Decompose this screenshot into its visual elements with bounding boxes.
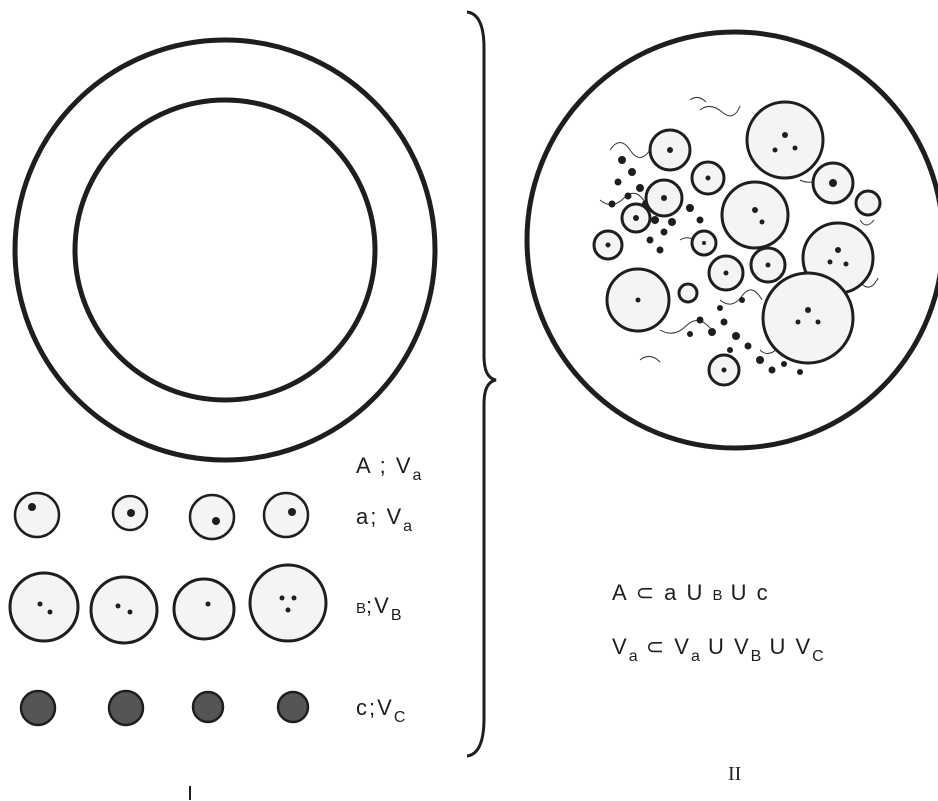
formula-set-relation: A ⊂ a U B U c [612, 582, 770, 604]
inner-circle [75, 100, 375, 400]
panel-two-field [527, 32, 938, 448]
legend-row-a-nuclei [28, 503, 296, 525]
curly-brace [467, 12, 496, 756]
legend-label-a: a; Va [356, 506, 412, 535]
legend-row-b-cells [10, 565, 326, 643]
legend-label-b: B;VB [356, 595, 402, 624]
outer-circle [15, 40, 435, 460]
panel-one-ring [15, 40, 435, 460]
formula-volume-relation: Va ⊂ Va U VB U VC [612, 636, 824, 665]
legend-label-A: A ; Va [356, 455, 421, 484]
legend-row-c-cells [21, 691, 308, 725]
field-cells [594, 102, 880, 385]
panel-two-label: II [728, 764, 741, 784]
legend-label-c: c;VC [356, 697, 405, 726]
legend-row-a-cells [15, 493, 308, 539]
panel-one-label: I [186, 780, 193, 800]
